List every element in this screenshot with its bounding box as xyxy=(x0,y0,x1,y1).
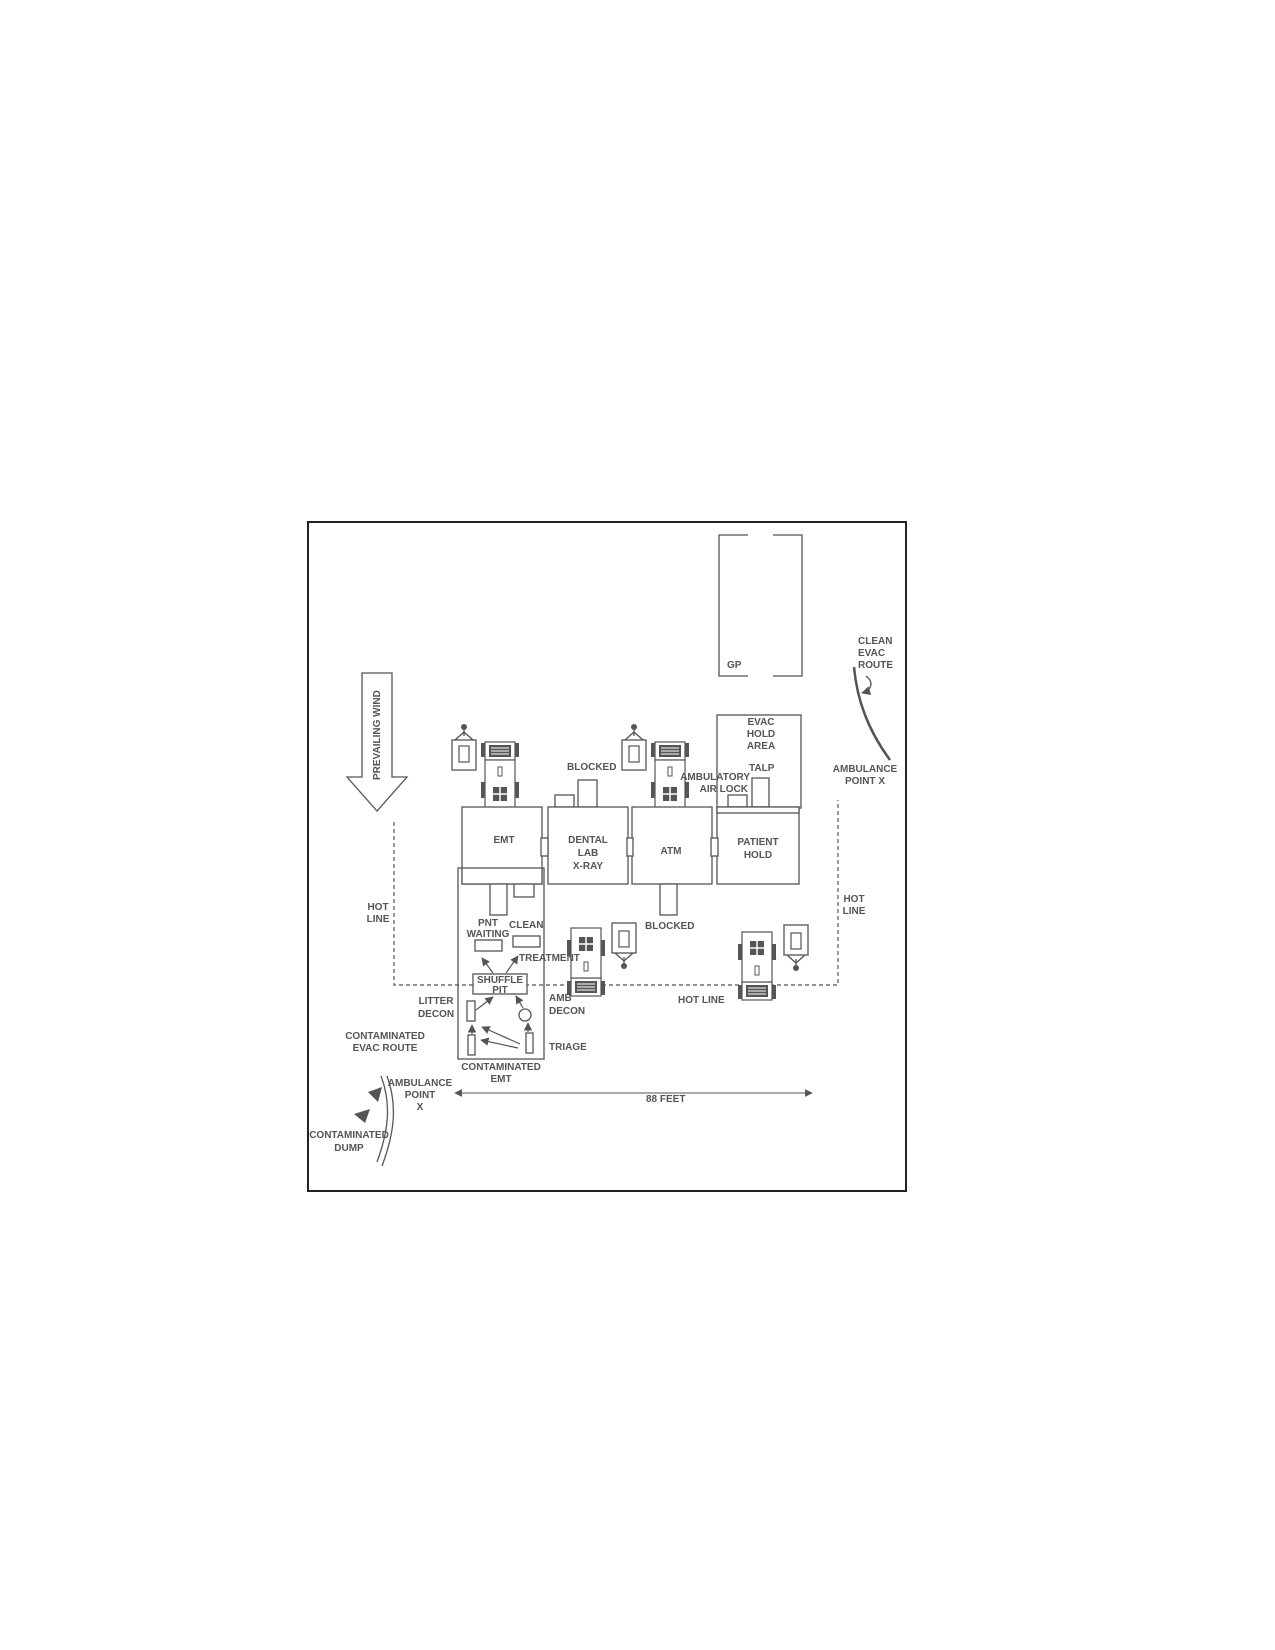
blocked-label-top: BLOCKED xyxy=(567,762,616,773)
amb-station xyxy=(525,1032,534,1054)
scale-label: 88 FEET xyxy=(646,1094,685,1105)
flow-arrow xyxy=(480,1037,519,1049)
ambulance-vehicle xyxy=(480,741,520,811)
blocked-exit xyxy=(659,883,678,916)
blocked-label-bottom: BLOCKED xyxy=(645,921,694,932)
treatment-label: TREATMENT xyxy=(519,953,580,964)
vestibule xyxy=(727,794,748,808)
svg-text:EMT: EMT xyxy=(493,835,514,846)
atm-building: ATM xyxy=(631,806,713,885)
trailer-icon xyxy=(611,922,637,970)
amb-decon-station xyxy=(518,1008,532,1022)
emt-vestibule xyxy=(461,867,543,885)
ambulance-vehicle xyxy=(737,931,777,1001)
flow-arrow xyxy=(475,996,494,1011)
pnt-waiting-box xyxy=(474,939,503,952)
blocked-entry xyxy=(577,779,598,808)
figure-frame xyxy=(307,521,907,1192)
trailer-icon xyxy=(783,924,809,972)
litter-decon-station xyxy=(466,1000,476,1022)
emt-exit xyxy=(489,883,508,916)
hot-line-bottom-label: HOT LINE xyxy=(678,995,725,1006)
connector xyxy=(626,837,634,857)
flow-arrow xyxy=(481,1026,521,1045)
flow-arrow xyxy=(481,957,494,974)
prevailing-wind-arrow: PREVAILING WIND xyxy=(345,672,409,812)
gp-area: GP xyxy=(718,534,803,677)
clean-label: CLEAN xyxy=(509,920,543,931)
talp-label: TALP xyxy=(749,763,775,774)
gp-label: GP xyxy=(727,660,742,671)
svg-text:ATM: ATM xyxy=(661,846,682,857)
triage-label: TRIAGE xyxy=(549,1042,587,1053)
connector xyxy=(540,837,549,857)
emt-exit-small xyxy=(513,883,535,898)
hot-line-boundary xyxy=(393,800,839,986)
contaminated-evac-route xyxy=(354,1075,395,1167)
litter-station xyxy=(467,1034,476,1056)
clean-box xyxy=(512,935,541,948)
flow-arrow xyxy=(515,995,524,1009)
flow-arrow xyxy=(505,955,519,974)
trailer-icon xyxy=(621,723,647,771)
prevailing-wind-label: PREVAILING WIND xyxy=(372,690,383,780)
talp-entry xyxy=(751,777,770,808)
connector xyxy=(710,837,719,857)
vestibule xyxy=(554,794,575,808)
trailer-icon xyxy=(451,723,477,771)
